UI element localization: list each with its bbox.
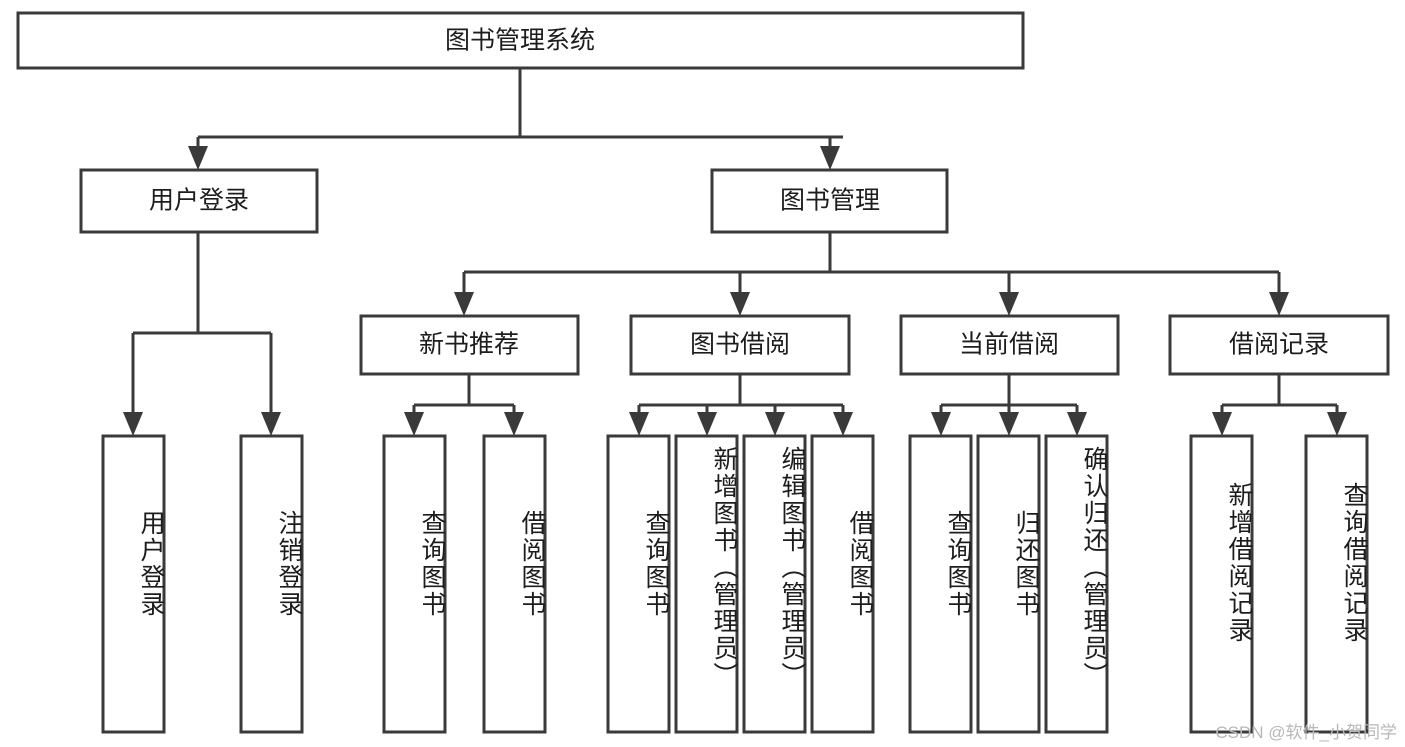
node-book-borrow[interactable]: [629, 314, 851, 376]
arrow-head-icon: [765, 412, 785, 436]
arrow-head-icon: [454, 292, 474, 316]
arrow-head-icon: [261, 412, 281, 436]
leaf-current-borrow-2[interactable]: [1044, 434, 1109, 734]
arrow-head-icon: [697, 412, 717, 436]
node-book-management[interactable]: [710, 168, 949, 234]
leaf-book-borrow-0[interactable]: [606, 434, 671, 734]
arrow-head-icon: [404, 412, 424, 436]
arrow-head-icon: [1212, 412, 1232, 436]
leaf-new-book-0[interactable]: [382, 434, 447, 734]
node-borrow-record[interactable]: [1168, 314, 1390, 376]
leaf-user-login-0[interactable]: [101, 434, 166, 734]
node-user-login-label: 用户登录: [149, 187, 249, 215]
arrow-head-icon: [1269, 292, 1289, 316]
node-current-borrow[interactable]: [899, 314, 1120, 376]
arrow-head-icon: [999, 292, 1019, 316]
arrow-head-icon: [123, 412, 143, 436]
arrow-head-icon: [504, 412, 524, 436]
arrow-head-icon: [629, 412, 649, 436]
connector-borrowrecord-to-leaves: [1212, 374, 1347, 436]
connector-newbook-to-leaves: [404, 374, 524, 436]
connector-bookborrow-to-leaves: [629, 374, 853, 436]
node-root[interactable]: [16, 11, 1025, 70]
leaf-borrow-record-0[interactable]: [1189, 434, 1254, 734]
node-book-management-label: 图书管理: [780, 187, 880, 215]
leaf-book-borrow-3[interactable]: [810, 434, 875, 734]
leaf-new-book-1[interactable]: [482, 434, 547, 734]
arrow-head-icon: [188, 146, 208, 170]
arrow-head-icon: [999, 412, 1019, 436]
leaf-book-borrow-1[interactable]: [674, 434, 739, 734]
arrow-head-icon: [820, 146, 840, 170]
node-new-book-recommend[interactable]: [359, 314, 580, 376]
leaf-book-borrow-2[interactable]: [742, 434, 807, 734]
connector-bookmgmt-to-level3: [454, 232, 1289, 316]
node-borrow-record-label: 借阅记录: [1229, 331, 1329, 359]
arrow-head-icon: [931, 412, 951, 436]
watermark-text: CSDN @软件_小贺同学: [1215, 723, 1397, 742]
leaf-user-login-1[interactable]: [239, 434, 304, 734]
arrow-head-icon: [1067, 412, 1087, 436]
node-root-label: 图书管理系统: [445, 27, 595, 55]
connector-userlogin-to-leaves: [123, 232, 281, 436]
connector-root-to-level2: [188, 68, 843, 170]
node-user-login[interactable]: [79, 168, 319, 234]
connector-currentborrow-to-leaves: [931, 374, 1087, 436]
leaf-current-borrow-1[interactable]: [976, 434, 1041, 734]
node-current-borrow-label: 当前借阅: [959, 331, 1059, 359]
arrow-head-icon: [1327, 412, 1347, 436]
arrow-head-icon: [833, 412, 853, 436]
leaf-borrow-record-1[interactable]: [1304, 434, 1369, 734]
leaf-current-borrow-0[interactable]: [908, 434, 973, 734]
arrow-head-icon: [730, 292, 750, 316]
node-book-borrow-label: 图书借阅: [690, 331, 790, 359]
node-new-book-recommend-label: 新书推荐: [419, 331, 519, 359]
